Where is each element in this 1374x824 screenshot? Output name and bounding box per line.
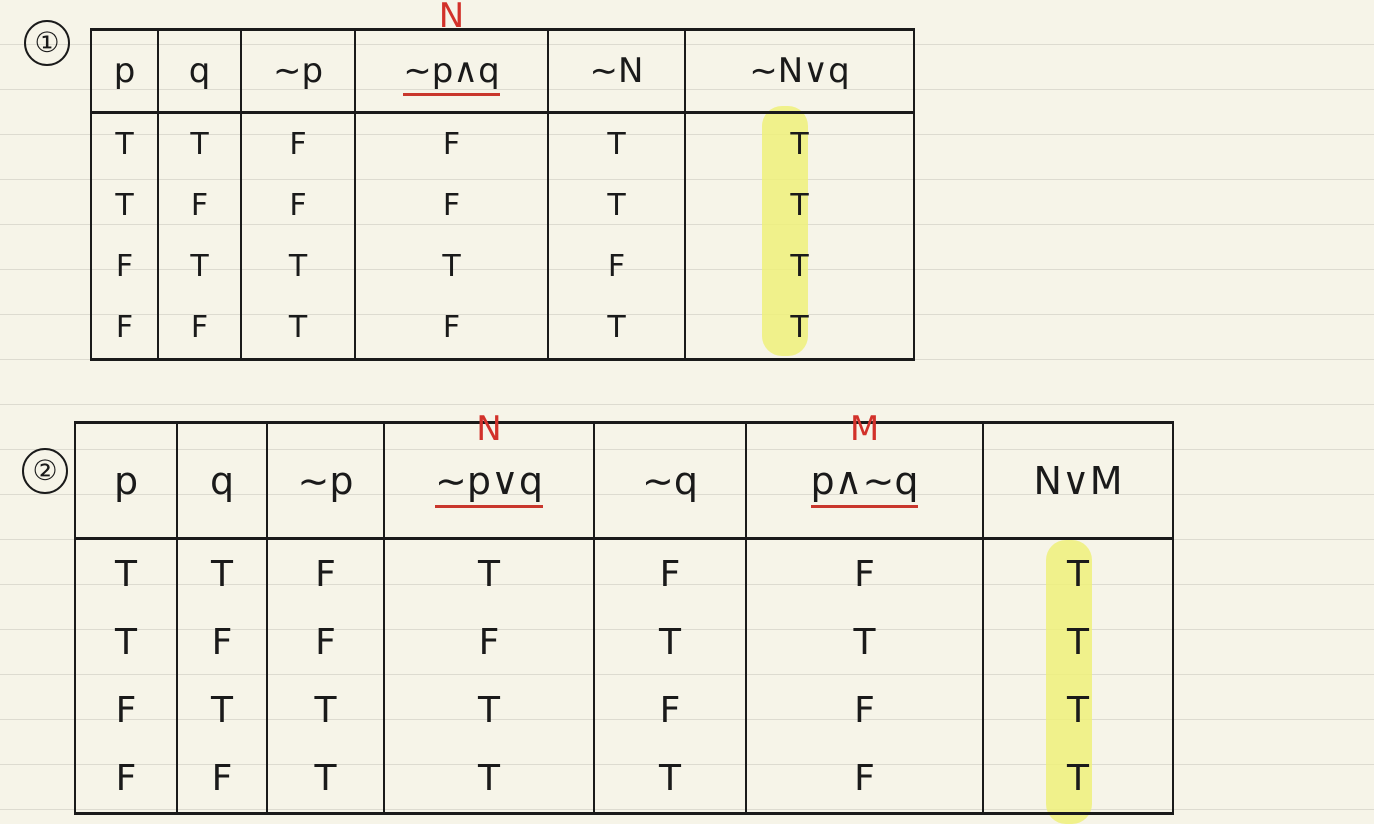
- table2-cell: F: [745, 676, 984, 744]
- table1-header-p: p: [90, 29, 159, 114]
- table2-number-label: ②: [22, 448, 68, 494]
- table1-cell: T: [157, 112, 242, 175]
- table2-cell: F: [74, 676, 178, 744]
- table1-cell: F: [157, 175, 242, 236]
- table2-header-p: p: [74, 422, 178, 540]
- table2-row: F F T T T F T: [74, 744, 1174, 814]
- table2-row: T T F T F F T: [74, 538, 1174, 608]
- table2-cell: F: [266, 538, 385, 608]
- table1-annotation-n: N: [438, 0, 465, 36]
- table2-header-q: q: [176, 422, 268, 540]
- table1-cell: T: [547, 297, 686, 360]
- table1-result-cell: T: [684, 112, 915, 175]
- table2-annotation-n: N: [476, 409, 502, 449]
- table2-result-cell: T: [982, 676, 1174, 744]
- table1-cell: T: [90, 175, 159, 236]
- table2-cell: F: [593, 538, 747, 608]
- table1-cell: F: [90, 236, 159, 297]
- table2-result-cell: T: [982, 744, 1174, 814]
- table1-cell: F: [240, 112, 356, 175]
- table2-cell: F: [176, 608, 268, 676]
- table1-cell: F: [157, 297, 242, 360]
- table2-cell: T: [745, 608, 984, 676]
- table2-cell: F: [176, 744, 268, 814]
- table2-cell: F: [593, 676, 747, 744]
- table1-cell: T: [547, 112, 686, 175]
- table2-result-cell: T: [982, 608, 1174, 676]
- table1-cell: F: [90, 297, 159, 360]
- table2-header-p-and-not-q: M p∧∼q: [745, 412, 984, 540]
- table1-cell: T: [240, 236, 356, 297]
- table1-header-q: q: [157, 29, 242, 114]
- table1-header-not-n-or-q: ∼N∨q: [684, 29, 915, 114]
- table2-cell: T: [593, 744, 747, 814]
- table2-cell: F: [745, 538, 984, 608]
- table1-header-not-p: ∼p: [240, 29, 356, 114]
- table2-cell: T: [383, 676, 595, 744]
- table1-cell: F: [240, 175, 356, 236]
- table2-annotation-m: M: [849, 409, 880, 449]
- table1-header-row: p q ∼p N ∼p∧q ∼N ∼N∨q: [90, 0, 915, 114]
- table2-cell: F: [745, 744, 984, 814]
- truth-table-1: p q ∼p N ∼p∧q ∼N ∼N∨q T T F F T T T F F …: [90, 0, 915, 361]
- table1-header-not-n: ∼N: [547, 29, 686, 114]
- table1-row: F F T F T T: [90, 297, 915, 360]
- table2-row: T F F F T T T: [74, 608, 1174, 676]
- table1-cell: T: [547, 175, 686, 236]
- table2-cell: F: [74, 744, 178, 814]
- table1-number-label: ①: [24, 20, 70, 66]
- table1-cell: F: [354, 297, 549, 360]
- table2-header-not-q: ∼q: [593, 422, 747, 540]
- table2-header-not-p-or-q: N ∼p∨q: [383, 412, 595, 540]
- table1-row: T F F F T T: [90, 175, 915, 236]
- table1-cell: T: [354, 236, 549, 297]
- table1-result-cell: T: [684, 236, 915, 297]
- table2-header-row: p q ∼p N ∼p∨q ∼q M p∧∼q N∨M: [74, 412, 1174, 540]
- table1-cell: T: [240, 297, 356, 360]
- table1-cell: F: [354, 112, 549, 175]
- table2-cell: F: [383, 608, 595, 676]
- table2-cell: T: [176, 538, 268, 608]
- table2-cell: T: [383, 744, 595, 814]
- table2-cell: F: [266, 608, 385, 676]
- table2-cell: T: [74, 538, 178, 608]
- table1-cell: T: [90, 112, 159, 175]
- table2-result-cell: T: [982, 538, 1174, 608]
- table1-cell: F: [354, 175, 549, 236]
- table1-row: F T T T F T: [90, 236, 915, 297]
- table2-header-n-or-m: N∨M: [982, 422, 1174, 540]
- table2-cell: T: [74, 608, 178, 676]
- table2-cell: T: [176, 676, 268, 744]
- table2-cell: T: [593, 608, 747, 676]
- truth-table-2: p q ∼p N ∼p∨q ∼q M p∧∼q N∨M T T F T F F …: [74, 412, 1174, 815]
- table2-cell: T: [383, 538, 595, 608]
- table1-row: T T F F T T: [90, 112, 915, 175]
- table2-cell: T: [266, 676, 385, 744]
- table2-header-not-p: ∼p: [266, 422, 385, 540]
- table2-row: F T T T F F T: [74, 676, 1174, 744]
- table2-cell: T: [266, 744, 385, 814]
- table1-result-cell: T: [684, 175, 915, 236]
- table1-header-not-p-and-q: N ∼p∧q: [354, 0, 549, 114]
- table1-result-cell: T: [684, 297, 915, 360]
- table1-cell: T: [157, 236, 242, 297]
- table1-cell: F: [547, 236, 686, 297]
